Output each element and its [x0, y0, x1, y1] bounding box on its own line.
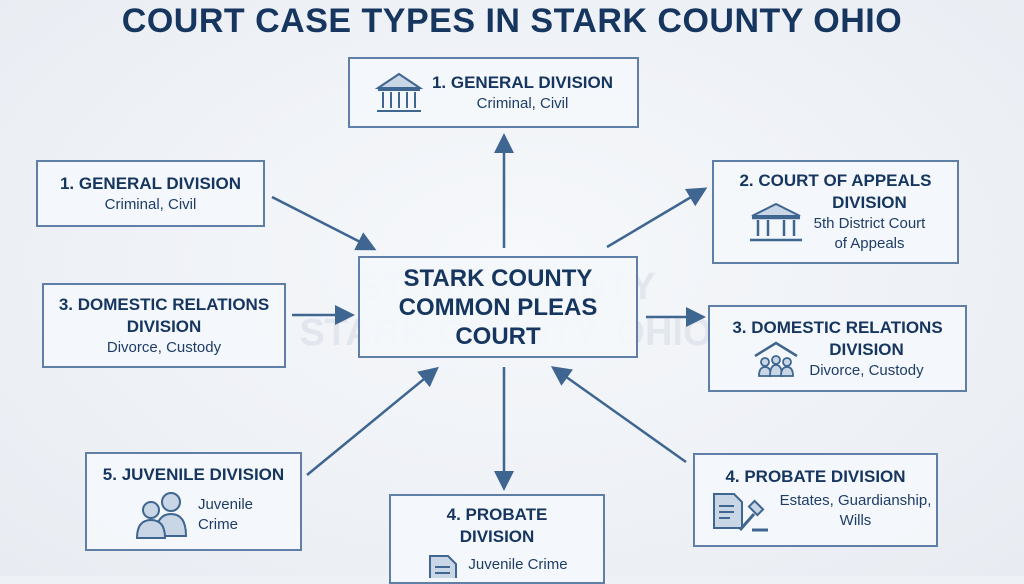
box-title: 4. PROBATE: [446, 505, 548, 524]
box-title: DIVISION: [832, 193, 907, 212]
box-subtitle: Wills: [839, 512, 872, 529]
box-subtitle: Juvenile: [197, 495, 254, 513]
box-subtitle: of Appeals: [834, 235, 905, 252]
box-title: 1. GENERAL DIVISION: [431, 72, 614, 92]
arrow-right3: [550, 366, 687, 464]
box-subtitle: Estates, Guardianship,: [779, 492, 932, 509]
box-title: 5. JUVENILE DIVISION: [102, 464, 285, 484]
center-line: COMMON PLEAS: [398, 293, 598, 321]
box-title: 4. PROBATE DIVISION: [725, 467, 906, 486]
family-home-icon: [754, 341, 799, 377]
box-title: 3. DOMESTIC RELATIONS: [58, 294, 270, 314]
box-subtitle: Divorce, Custody: [809, 361, 924, 379]
page-title: COURT CASE TYPES IN STARK COUNTY OHIO: [121, 2, 903, 40]
people-icon: [135, 491, 187, 539]
box-subtitle: Criminal, Civil: [476, 94, 569, 112]
box-subtitle: Juvenile Crime: [468, 556, 568, 573]
right-probate-division: 4. PROBATE DIVISION Estates, Guardianshi…: [693, 453, 938, 547]
box-title: 1. GENERAL DIVISION: [59, 173, 242, 193]
box-title: 2. COURT OF APPEALS: [739, 171, 932, 190]
box-subtitle: 5th District Court: [813, 215, 926, 232]
box-title: DIVISION: [126, 316, 202, 336]
top-general-division: 1. GENERAL DIVISION Criminal, Civil: [348, 57, 639, 128]
document-icon: [429, 555, 458, 578]
left-general-division: 1. GENERAL DIVISION Criminal, Civil: [36, 160, 265, 227]
courthouse-icon: [374, 72, 424, 112]
document-gavel-icon: [712, 493, 768, 532]
box-subtitle: Crime: [197, 515, 238, 533]
central-court-node: STARK COUNTY COMMON PLEAS COURT: [358, 256, 638, 358]
court-of-appeals-division: 2. COURT OF APPEALS DIVISION 5th District…: [712, 160, 959, 264]
box-title: DIVISION: [459, 527, 535, 546]
bottom-probate-division: 4. PROBATE DIVISION Juvenile Crime: [389, 494, 605, 584]
box-subtitle: Criminal, Civil: [104, 195, 197, 213]
box-subtitle: Divorce, Custody: [106, 338, 222, 356]
arrow-to-right1: [606, 187, 708, 249]
left-domestic-relations-division: 3. DOMESTIC RELATIONS DIVISION Divorce, …: [42, 283, 286, 368]
courthouse-icon: [749, 202, 802, 242]
arrow-left1: [271, 195, 377, 251]
center-line: STARK COUNTY: [403, 264, 593, 292]
right-domestic-relations-division: 3. DOMESTIC RELATIONS DIVISION Divorce, C…: [708, 305, 967, 392]
box-title: 3. DOMESTIC RELATIONS: [732, 317, 943, 337]
arrow-left3: [306, 366, 439, 476]
box-title: DIVISION: [829, 339, 904, 359]
center-line: COURT: [455, 322, 541, 350]
